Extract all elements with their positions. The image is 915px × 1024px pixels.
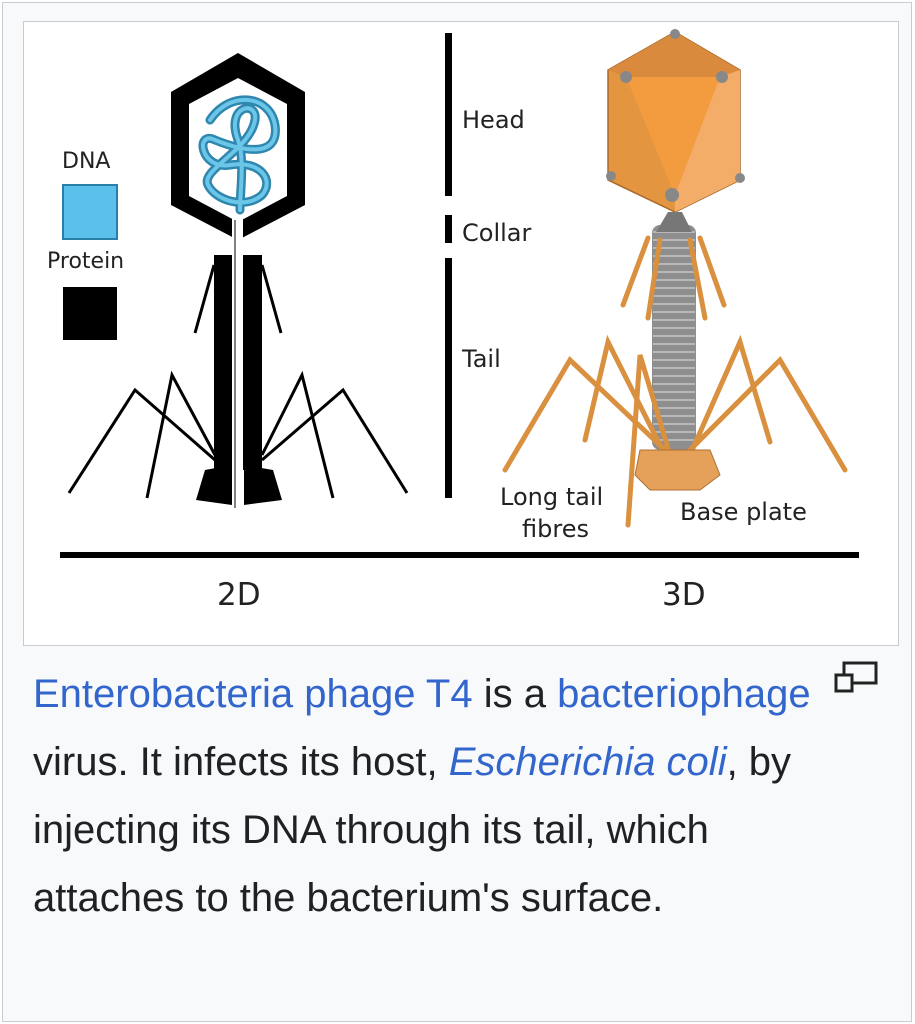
caption: Enterobacteria phage T4 is a bacteriopha… (33, 660, 833, 932)
label-3d: 3D (662, 577, 706, 613)
label-2d: 2D (217, 577, 261, 613)
phage-diagram: DNA Protein Head Collar Tail (47, 29, 859, 613)
scale-bar (445, 33, 452, 498)
legend-protein-swatch (63, 287, 117, 340)
label-head: Head (462, 106, 525, 134)
link-enterobacteria-phage-t4[interactable]: Enterobacteria phage T4 (33, 672, 473, 716)
label-collar: Collar (462, 219, 531, 247)
label-tail: Tail (461, 345, 501, 373)
legend-protein-label: Protein (47, 249, 124, 274)
enlarge-icon[interactable] (834, 661, 878, 693)
legend-dna-label: DNA (62, 149, 110, 174)
diagram-image[interactable] (23, 21, 899, 646)
baseline-divider (60, 552, 859, 558)
link-escherichia-coli[interactable]: Escherichia coli (448, 740, 727, 784)
link-bacteriophage[interactable]: bacteriophage (557, 672, 811, 716)
label-long-tail-fibres-2: fibres (522, 515, 589, 543)
label-base-plate: Base plate (680, 498, 807, 526)
label-long-tail-fibres-1: Long tail (500, 483, 603, 511)
caption-text-2: virus. It infects its host, (33, 740, 449, 784)
caption-text-1: is a (472, 672, 558, 716)
caption-text-3: , by injecting its DNA through its tail,… (33, 740, 792, 920)
phage-2d (67, 53, 409, 508)
phage-3d (502, 29, 848, 528)
legend-dna-swatch (62, 184, 118, 240)
